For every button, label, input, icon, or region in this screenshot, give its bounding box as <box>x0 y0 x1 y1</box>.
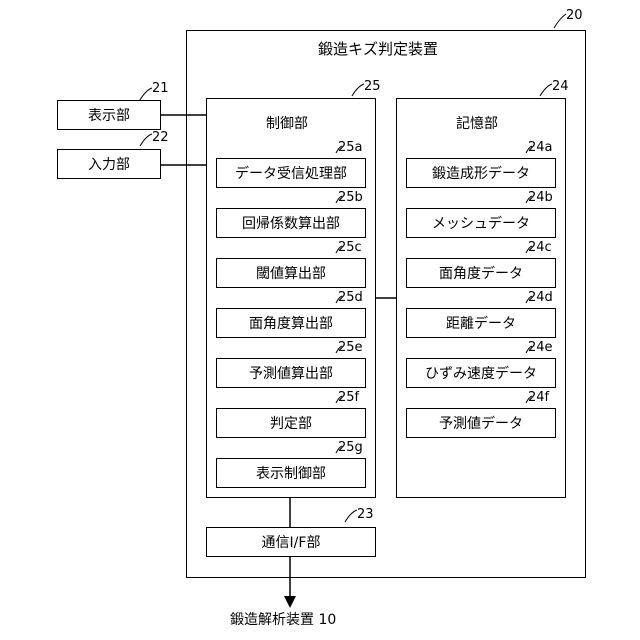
comm-ref: 23 <box>357 508 374 521</box>
storage-item-label: 距離データ <box>446 313 516 333</box>
controller-item-25g: 表示制御部 <box>216 458 366 488</box>
controller-item-25b: 回帰係数算出部 <box>216 208 366 238</box>
display-box: 表示部 <box>57 100 161 130</box>
controller-item-label: 判定部 <box>270 413 312 433</box>
storage-item-label: ひずみ速度データ <box>425 363 537 383</box>
controller-item-ref: 25f <box>338 391 359 404</box>
storage-item-24d: 距離データ <box>406 308 556 338</box>
controller-item-label: 閾値算出部 <box>256 263 326 283</box>
controller-item-label: 回帰係数算出部 <box>242 213 340 233</box>
comm-label: 通信I/F部 <box>262 532 321 552</box>
controller-item-25d: 面角度算出部 <box>216 308 366 338</box>
controller-item-ref: 25a <box>338 141 363 154</box>
storage-item-24a: 鍛造成形データ <box>406 158 556 188</box>
storage-item-label: メッシュデータ <box>432 213 530 233</box>
storage-item-ref: 24b <box>528 191 553 204</box>
display-ref: 21 <box>152 82 169 95</box>
storage-item-24f: 予測値データ <box>406 408 556 438</box>
input-box: 入力部 <box>57 149 161 179</box>
storage-item-ref: 24f <box>528 391 549 404</box>
controller-item-25e: 予測値算出部 <box>216 358 366 388</box>
storage-item-24c: 面角度データ <box>406 258 556 288</box>
storage-item-ref: 24a <box>528 141 553 154</box>
controller-item-ref: 25e <box>338 341 363 354</box>
controller-item-ref: 25c <box>338 241 362 254</box>
input-ref: 22 <box>152 131 169 144</box>
controller-item-ref: 25b <box>338 191 363 204</box>
storage-ref: 24 <box>552 80 569 93</box>
storage-item-label: 鍛造成形データ <box>432 163 530 183</box>
external-label: 鍛造解析装置 10 <box>230 613 336 627</box>
storage-item-24e: ひずみ速度データ <box>406 358 556 388</box>
controller-item-label: データ受信処理部 <box>235 163 347 183</box>
controller-item-25a: データ受信処理部 <box>216 158 366 188</box>
controller-item-25c: 閾値算出部 <box>216 258 366 288</box>
controller-title: 制御部 <box>266 117 308 131</box>
controller-item-ref: 25g <box>338 441 363 454</box>
storage-item-24b: メッシュデータ <box>406 208 556 238</box>
controller-item-label: 表示制御部 <box>256 463 326 483</box>
controller-ref: 25 <box>364 80 381 93</box>
storage-item-ref: 24c <box>528 241 552 254</box>
storage-item-ref: 24d <box>528 291 553 304</box>
controller-item-25f: 判定部 <box>216 408 366 438</box>
storage-title: 記憶部 <box>456 117 498 131</box>
device-title: 鍛造キズ判定装置 <box>318 42 438 57</box>
comm-box: 通信I/F部 <box>206 527 376 557</box>
controller-item-label: 面角度算出部 <box>249 313 333 333</box>
storage-item-label: 面角度データ <box>439 263 523 283</box>
controller-item-ref: 25d <box>338 291 363 304</box>
storage-item-ref: 24e <box>528 341 553 354</box>
storage-item-label: 予測値データ <box>439 413 523 433</box>
input-label: 入力部 <box>88 154 130 174</box>
controller-item-label: 予測値算出部 <box>249 363 333 383</box>
device-ref: 20 <box>566 9 583 22</box>
display-label: 表示部 <box>88 105 130 125</box>
